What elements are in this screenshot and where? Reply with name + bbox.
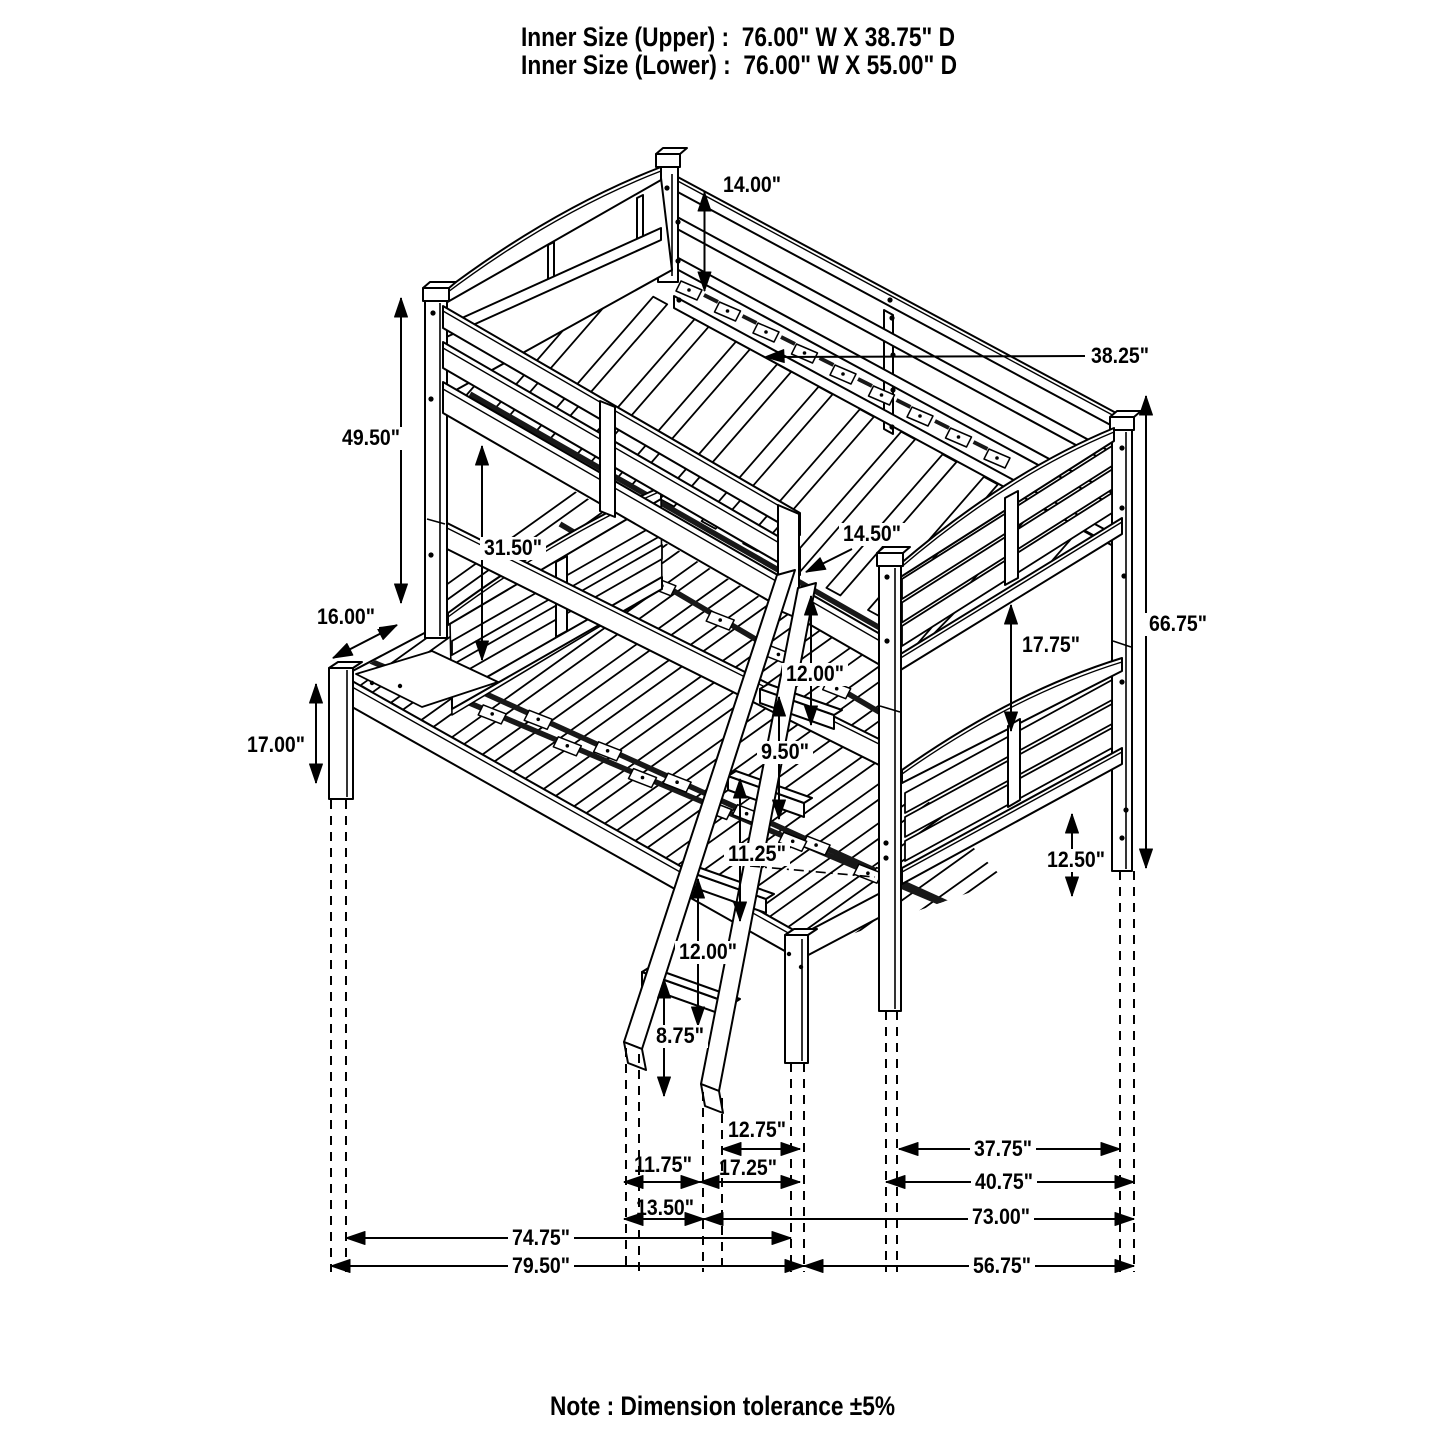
svg-text:37.75": 37.75" bbox=[974, 1136, 1032, 1161]
svg-text:Note : Dimension tolerance ±5%: Note : Dimension tolerance ±5% bbox=[550, 1391, 895, 1421]
svg-text:9.50": 9.50" bbox=[761, 739, 809, 764]
svg-text:14.50": 14.50" bbox=[843, 521, 901, 546]
svg-text:40.75": 40.75" bbox=[975, 1169, 1033, 1194]
svg-text:74.75": 74.75" bbox=[512, 1225, 570, 1250]
svg-text:8.75": 8.75" bbox=[656, 1023, 704, 1048]
svg-text:12.50": 12.50" bbox=[1047, 847, 1105, 872]
svg-text:73.00": 73.00" bbox=[972, 1204, 1030, 1229]
svg-text:17.25": 17.25" bbox=[719, 1155, 777, 1180]
svg-text:31.50": 31.50" bbox=[484, 535, 542, 560]
svg-text:11.25": 11.25" bbox=[728, 841, 786, 866]
svg-text:Inner Size (Upper) : 76.00" W: Inner Size (Upper) : 76.00" W X 38.75" D bbox=[521, 22, 955, 52]
svg-text:14.00": 14.00" bbox=[723, 172, 781, 197]
svg-text:79.50": 79.50" bbox=[512, 1253, 570, 1278]
svg-text:49.50": 49.50" bbox=[342, 425, 400, 450]
svg-text:12.00": 12.00" bbox=[786, 661, 844, 686]
svg-text:16.00": 16.00" bbox=[317, 604, 375, 629]
svg-text:Inner Size (Lower) : 76.00" W: Inner Size (Lower) : 76.00" W X 55.00" D bbox=[521, 50, 957, 80]
svg-text:56.75": 56.75" bbox=[973, 1253, 1031, 1278]
svg-text:66.75": 66.75" bbox=[1149, 611, 1207, 636]
svg-text:11.75": 11.75" bbox=[634, 1152, 692, 1177]
svg-text:12.75": 12.75" bbox=[728, 1117, 786, 1142]
svg-text:12.00": 12.00" bbox=[679, 939, 737, 964]
svg-text:13.50": 13.50" bbox=[636, 1195, 694, 1220]
svg-text:38.25": 38.25" bbox=[1091, 343, 1149, 368]
svg-text:17.00": 17.00" bbox=[247, 732, 305, 757]
svg-text:17.75": 17.75" bbox=[1022, 632, 1080, 657]
